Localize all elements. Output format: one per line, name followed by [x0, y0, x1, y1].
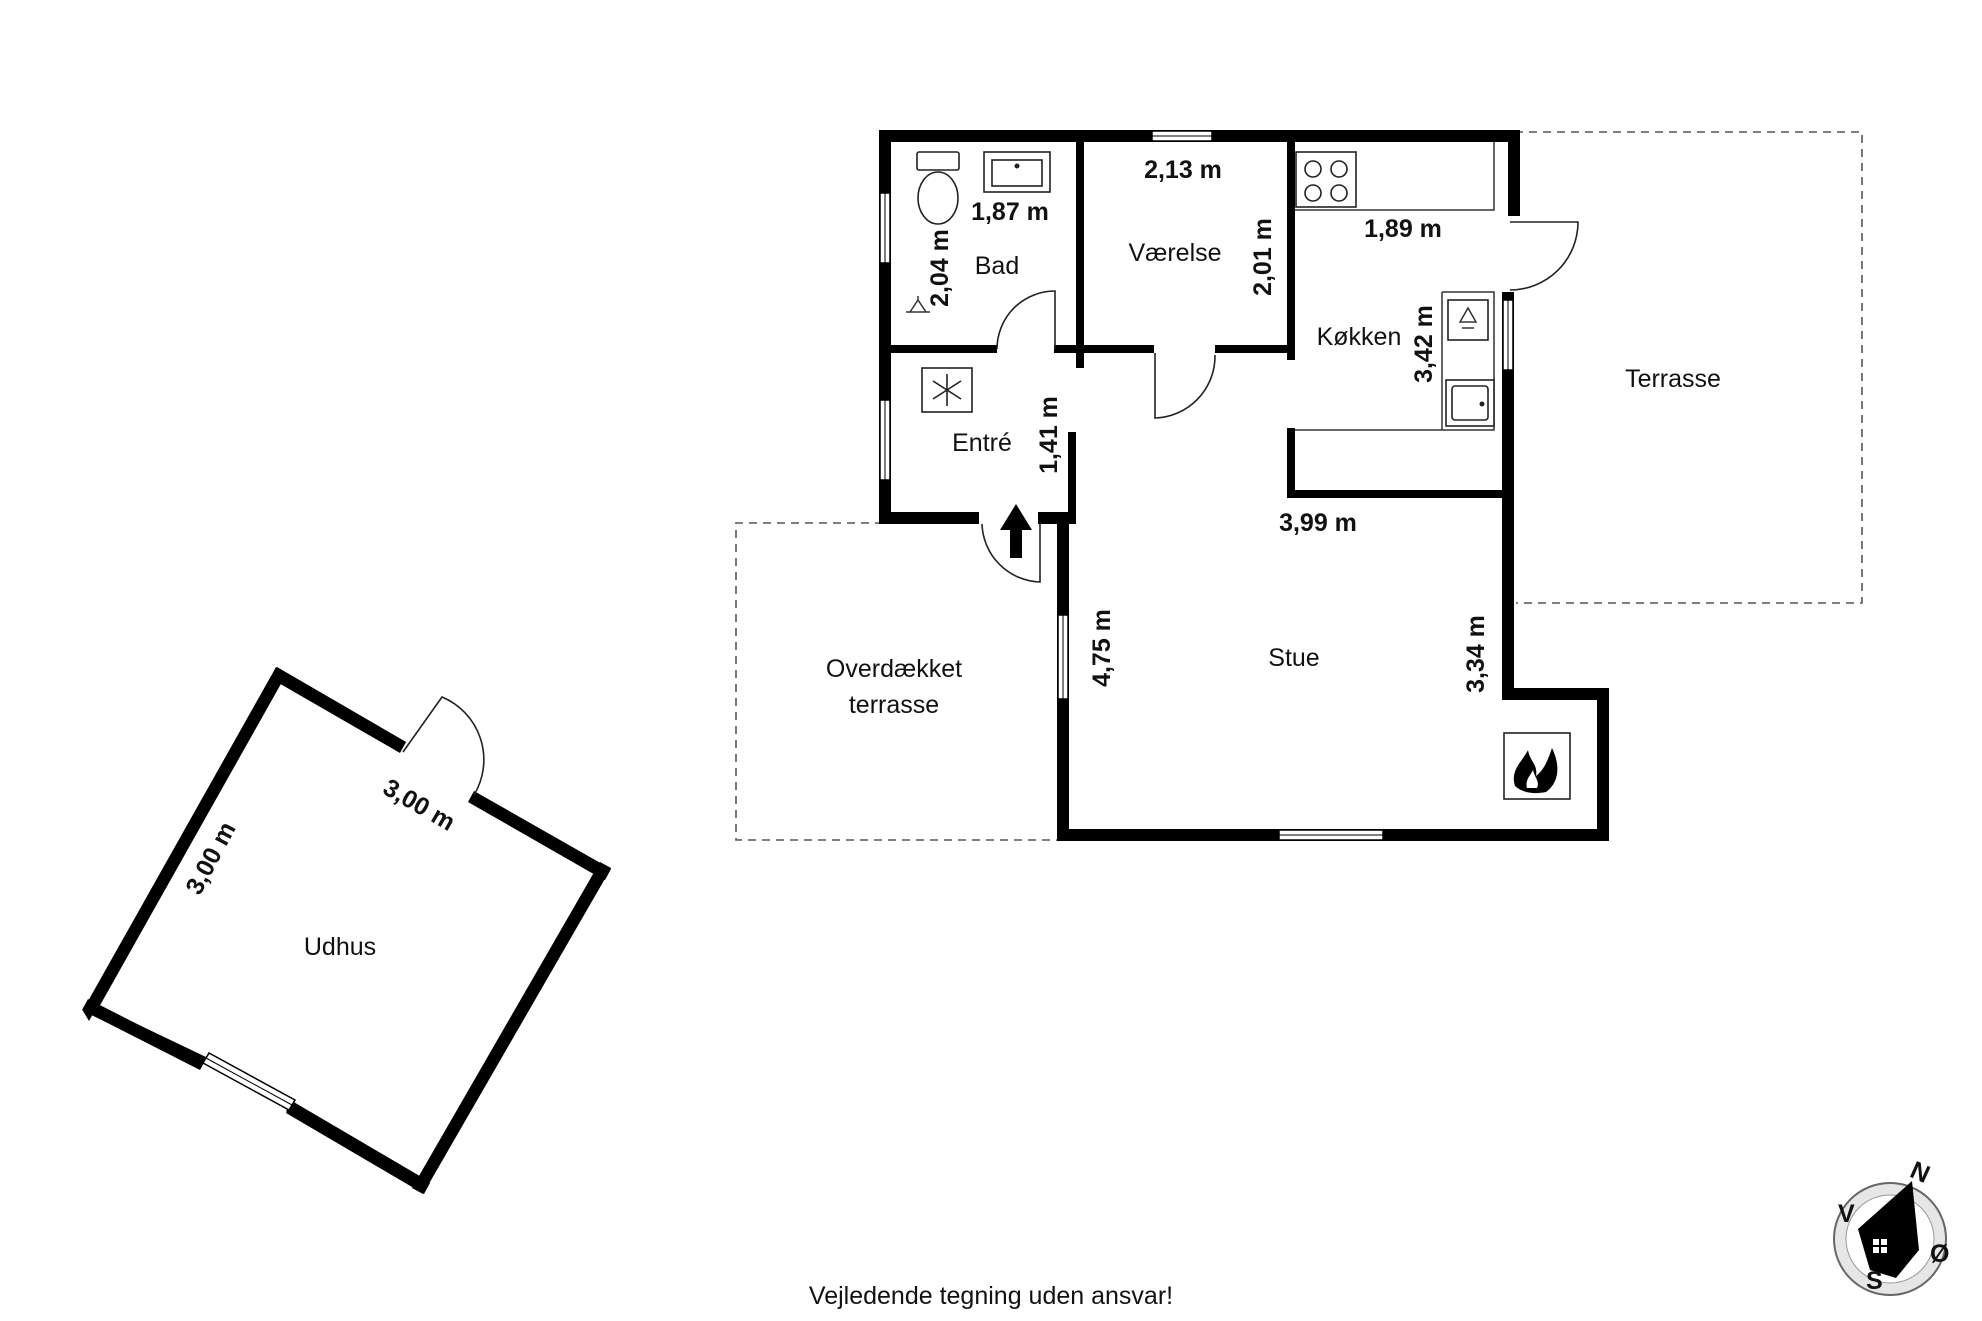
windows: [879, 130, 1514, 841]
compass-west: V: [1838, 1200, 1855, 1228]
dim-bad-width: 1,87 m: [971, 198, 1049, 226]
outbuilding: [82, 667, 611, 1194]
compass-south: S: [1866, 1267, 1883, 1295]
toilet-icon: [916, 151, 960, 225]
entrance-arrow-icon: [1000, 504, 1032, 558]
stove-icon: [1295, 151, 1357, 208]
sink-icon: [983, 151, 1051, 193]
room-label-entre: Entré: [952, 429, 1012, 457]
dim-stue-height-right: 3,34 m: [1462, 615, 1490, 693]
disclaimer-footer: Vejledende tegning uden ansvar!: [808, 1282, 1174, 1310]
room-label-bad: Bad: [975, 252, 1019, 280]
dim-udhus-width: 3,00 m: [378, 773, 459, 836]
dim-stue-width: 3,99 m: [1279, 509, 1357, 537]
room-label-covered-terrace-1: Overdækket: [826, 655, 962, 683]
shower-icon: [906, 296, 930, 313]
dim-kokken-height: 3,42 m: [1410, 305, 1438, 383]
covered-terrace-outline: [735, 522, 1060, 841]
dim-vaerelse-height: 2,01 m: [1249, 218, 1277, 296]
dim-vaerelse-width: 2,13 m: [1144, 156, 1222, 184]
dim-kokken-width: 1,89 m: [1364, 215, 1442, 243]
compass-icon: [1833, 1181, 1947, 1296]
house-walls: [879, 130, 1609, 841]
dim-bad-height: 2,04 m: [926, 229, 954, 307]
dim-entre-height: 1,41 m: [1035, 396, 1063, 474]
room-label-kokken: Køkken: [1317, 323, 1402, 351]
compass-east: Ø: [1930, 1240, 1949, 1268]
terrace-outline: [1515, 131, 1863, 604]
kitchen-counter: [1295, 142, 1495, 431]
kitchen-sink-icon: [1445, 379, 1495, 427]
room-label-udhus: Udhus: [304, 933, 376, 961]
fireplace-icon: [1503, 732, 1571, 800]
room-label-covered-terrace-2: terrasse: [849, 691, 939, 719]
room-label-stue: Stue: [1268, 644, 1319, 672]
doors: [981, 221, 1579, 583]
dishwasher-icon: [1447, 299, 1489, 341]
heat-pump-icon: [921, 367, 973, 413]
room-label-vaerelse: Værelse: [1128, 239, 1221, 267]
room-label-terrasse: Terrasse: [1625, 365, 1721, 393]
dim-stue-height-left: 4,75 m: [1088, 609, 1116, 687]
